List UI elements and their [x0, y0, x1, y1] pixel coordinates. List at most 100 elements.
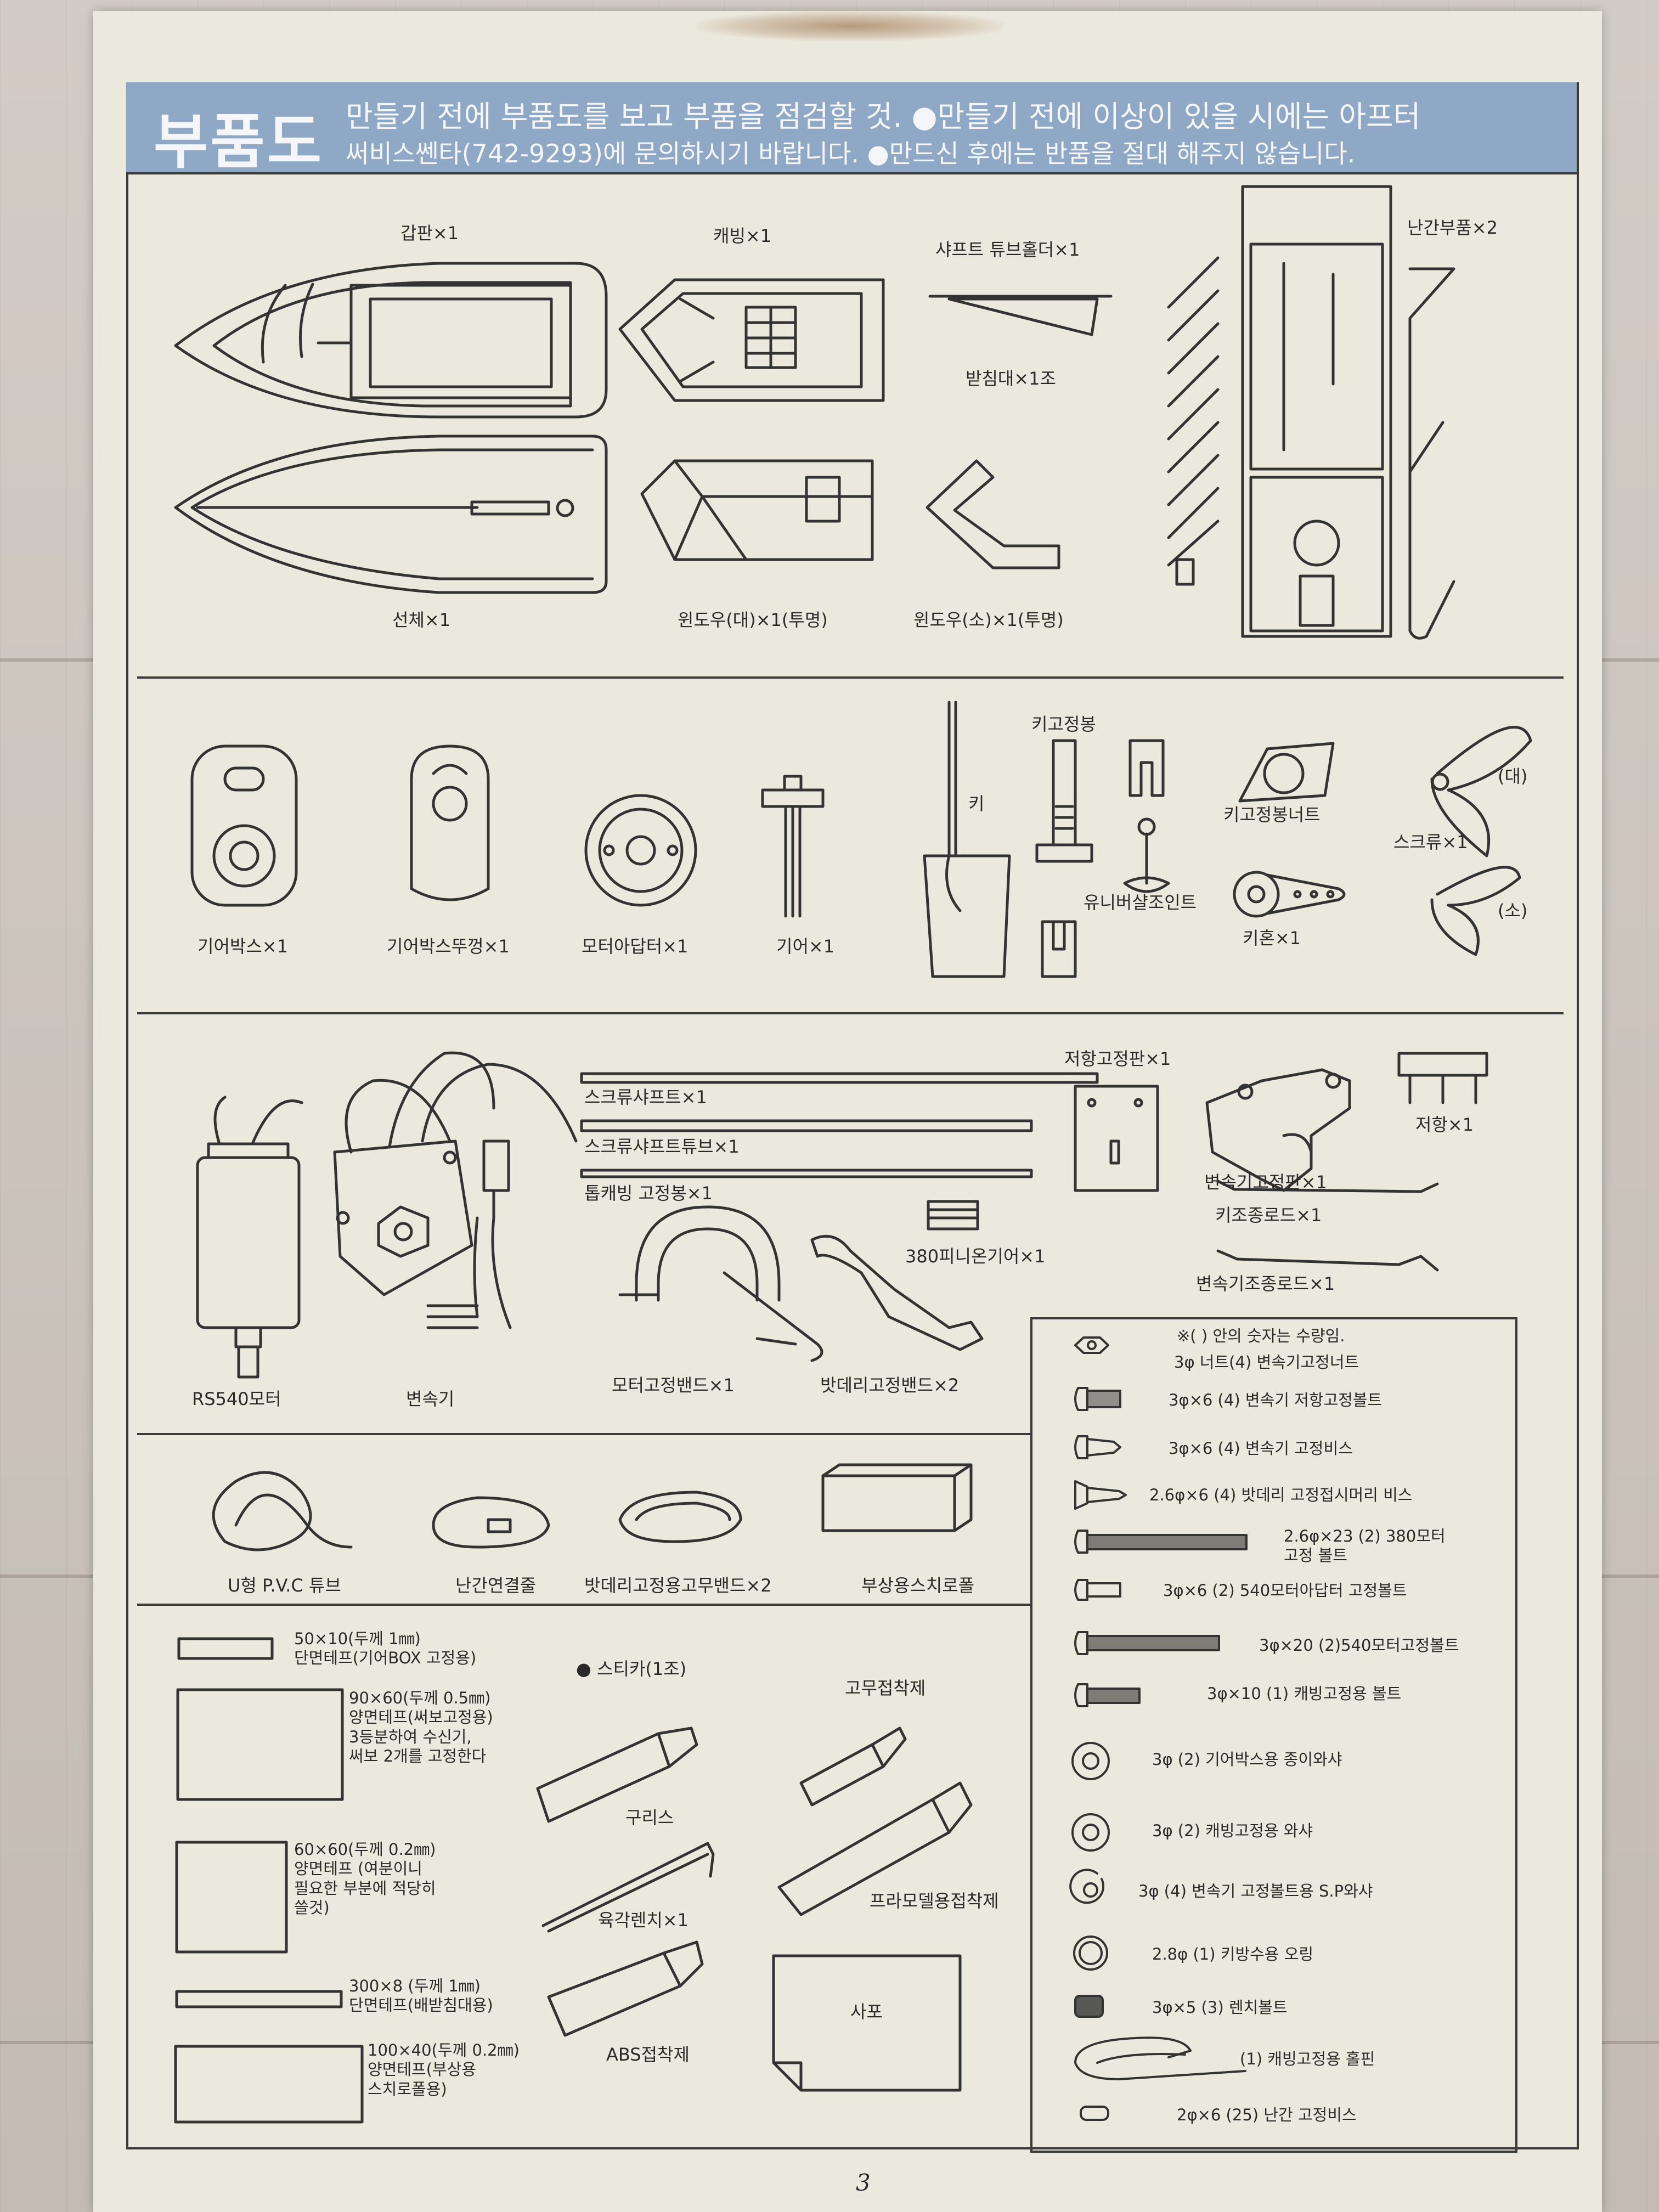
glue-tubes [536, 1726, 973, 2037]
motor-adapter-label: 모터아답터×1 [582, 936, 689, 957]
resistor-label: 저항×1 [1415, 1114, 1474, 1135]
hw-item-14: (1) 캐빙고정용 홀핀 [1240, 2050, 1375, 2068]
hw-item-7: 3φ×20 (2)540모터고정볼트 [1259, 1636, 1459, 1655]
header-banner: 부품도 만들기 전에 부품도를 보고 부품을 점검할 것. ●만들기 전에 이상… [126, 82, 1577, 177]
divider-3 [137, 1433, 1030, 1435]
rubber-band-label: 밧데리고정용고무밴드×2 [584, 1575, 772, 1596]
gear-label: 기어×1 [776, 936, 835, 957]
window-small-part [926, 459, 1060, 569]
header-note-line1: 만들기 전에 부품도를 보고 부품을 점검할 것. ●만들기 전에 이상이 있을… [346, 99, 1421, 134]
plastic-glue-label: 프라모델용접착제 [870, 1891, 999, 1911]
shaft-parts [580, 1072, 1099, 1178]
screw-large-label: (대) [1498, 766, 1528, 787]
paper-stain [697, 11, 1004, 41]
screw-label: 스크류×1 [1393, 832, 1468, 853]
hw-item-11: 3φ (4) 변속기 고정볼트용 S.P와샤 [1138, 1882, 1373, 1900]
tape-1-label: 50×10(두께 1㎜)단면테프(기어BOX 고정용) [294, 1629, 477, 1668]
grease-label: 구리스 [625, 1807, 674, 1828]
hw-item-8: 3φ×10 (1) 캐빙고정용 볼트 [1207, 1684, 1402, 1703]
railing-label: 난간부품×2 [1407, 217, 1498, 238]
divider-4 [137, 1604, 1030, 1606]
hw-item-13: 3φ×5 (3) 렌치볼트 [1152, 1998, 1288, 2017]
rudder-nut-label: 키고정봉너트 [1223, 804, 1321, 825]
trans-rod-label: 변속기조종로드×1 [1196, 1273, 1335, 1294]
resistor-plate-part [1074, 1085, 1159, 1192]
tape-4-label: 300×8 (두께 1㎜)단면테프(배받침대용) [349, 1977, 493, 2015]
gearbox-cover-label: 기어박스뚜껑×1 [387, 936, 510, 957]
tube-label: U형 P.V.C 튜브 [228, 1575, 341, 1596]
steer-rod-label: 키조종로드×1 [1215, 1205, 1322, 1226]
gear-part [761, 775, 825, 918]
tape-shapes [174, 1637, 364, 2124]
horn-part [1233, 871, 1346, 918]
deck-part [174, 262, 608, 419]
gearbox-label: 기어박스×1 [198, 936, 288, 957]
rudder-nut-part [1238, 742, 1335, 803]
motor-label: RS540모터 [192, 1389, 281, 1409]
shaft-holder-part [928, 295, 1113, 336]
cabin-rod-label: 톱캐빙 고정봉×1 [584, 1183, 713, 1204]
gearbox-part [190, 744, 298, 907]
hw-item-9: 3φ (2) 기어박스용 종이와샤 [1152, 1750, 1342, 1769]
rudder-label: 키 [968, 793, 985, 814]
deck-label: 갑판×1 [400, 223, 459, 244]
pinion-label: 380피니온기어×1 [905, 1246, 1046, 1267]
cabin-part [618, 278, 885, 402]
sticker-label: ● 스티카(1조) [576, 1658, 687, 1679]
pinion-part [927, 1200, 979, 1231]
shaft-holder-label: 샤프트 튜브홀더×1 [935, 239, 1080, 260]
hw-item-2: 3φ×6 (4) 변속기 저항고정볼트 [1169, 1391, 1383, 1409]
section4-parts [212, 1463, 973, 1551]
header-note-line2: 써비스쎈타(742-9293)에 문의하시기 바랍니다. ●만드신 후에는 반품… [346, 139, 1356, 168]
tape-2-label: 90×60(두께 0.5㎜)양면테프(써보고정용)3등분하여 수신기,써보 2개… [349, 1689, 493, 1766]
page-number: 3 [856, 2169, 871, 2196]
trans-plate-label: 변속기고정판×1 [1204, 1172, 1327, 1193]
sandpaper-label: 사포 [850, 2001, 883, 2022]
battery-band-part [810, 1234, 984, 1351]
battery-band-label: 밧데리고정밴드×2 [820, 1375, 960, 1396]
sandpaper-part [772, 1954, 962, 2092]
window-small-label: 윈도우(소)×1(투명) [913, 610, 1064, 630]
page-title: 부품도 [154, 108, 324, 177]
instruction-sheet: 부품도 만들기 전에 부품도를 보고 부품을 점검할 것. ●만들기 전에 이상… [93, 11, 1602, 2212]
screw-small-label: (소) [1498, 900, 1528, 921]
motor-band-part [618, 1205, 823, 1362]
control-rods [1216, 1180, 1439, 1272]
screw-shaft-label: 스크류샤프트×1 [584, 1087, 707, 1108]
hull-label: 선체×1 [392, 610, 451, 630]
rubber-glue-label: 고무접착제 [845, 1678, 926, 1699]
hw-item-6: 3φ×6 (2) 540모터아답터 고정볼트 [1163, 1581, 1407, 1600]
rail-wire-label: 난간연결줄 [455, 1575, 537, 1596]
cabin-label: 캐빙×1 [713, 225, 772, 246]
hardware-box [1030, 1317, 1517, 2153]
hw-item-10: 3φ (2) 캐빙고정용 와샤 [1152, 1821, 1313, 1840]
resistor-plate-label: 저항고정판×1 [1064, 1048, 1171, 1069]
parts-line-art [174, 185, 1532, 2124]
window-large-part [640, 459, 874, 561]
hardware-note: ※( ) 안의 숫자는 수량임. [1177, 1327, 1345, 1345]
hex-wrench-label: 육각렌치×1 [598, 1910, 689, 1931]
shaft-tube-label: 스크류샤프트튜브×1 [584, 1136, 740, 1157]
rs540-motor-part [196, 1096, 303, 1379]
rudder-part [923, 701, 1011, 978]
rudder-rod-part [1035, 739, 1170, 978]
hw-item-3: 3φ×6 (4) 변속기 고정비스 [1169, 1439, 1353, 1458]
railing-parts [1167, 185, 1455, 640]
abs-glue-label: ABS접착제 [606, 2044, 690, 2065]
rudder-rod-label: 키고정봉 [1031, 714, 1096, 735]
window-large-label: 윈도우(대)×1(투명) [678, 610, 828, 630]
motor-band-label: 모터고정밴드×1 [612, 1375, 735, 1396]
divider-1 [137, 676, 1564, 679]
trans-plate-part [1205, 1068, 1351, 1192]
hw-item-1: 3φ 너트(4) 변속기고정너트 [1174, 1353, 1359, 1372]
hw-item-15: 2φ×6 (25) 난간 고정비스 [1177, 2106, 1357, 2124]
divider-2 [137, 1012, 1564, 1014]
stand-label: 받침대×1조 [966, 368, 1056, 389]
gearbox-cover-part [410, 744, 490, 901]
transmission-label: 변속기 [406, 1389, 455, 1409]
screw-propellers [1430, 726, 1532, 956]
universal-joint-label: 유니버샬조인트 [1084, 892, 1197, 913]
